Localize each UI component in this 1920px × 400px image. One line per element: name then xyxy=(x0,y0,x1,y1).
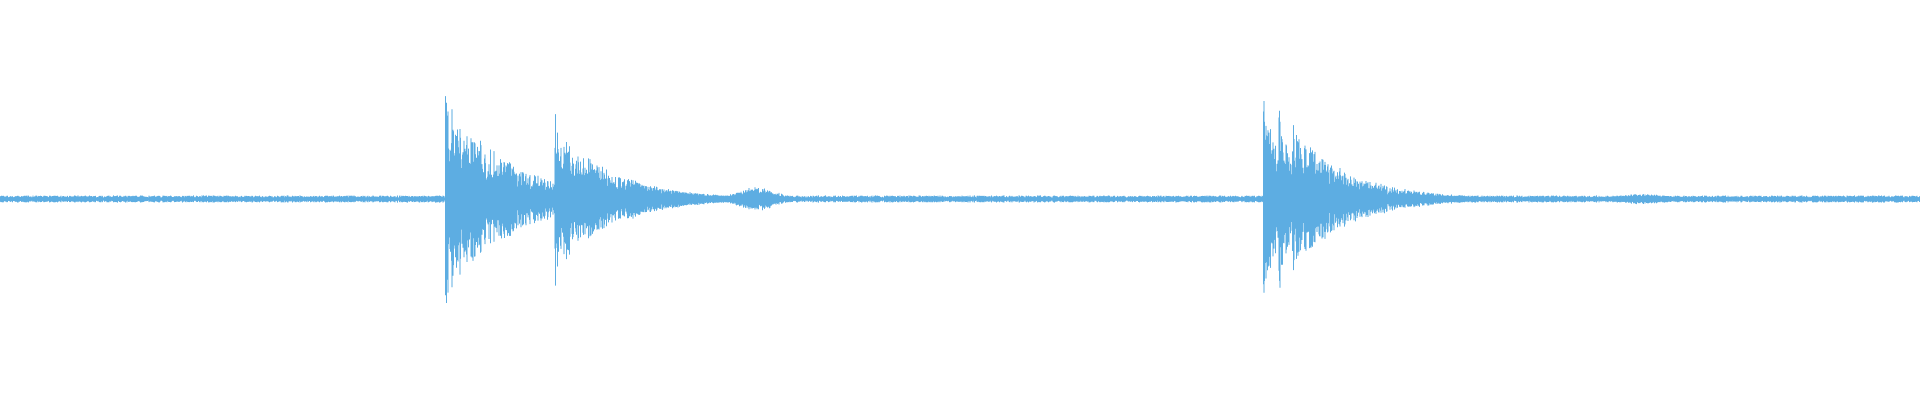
waveform-path xyxy=(0,96,1920,303)
